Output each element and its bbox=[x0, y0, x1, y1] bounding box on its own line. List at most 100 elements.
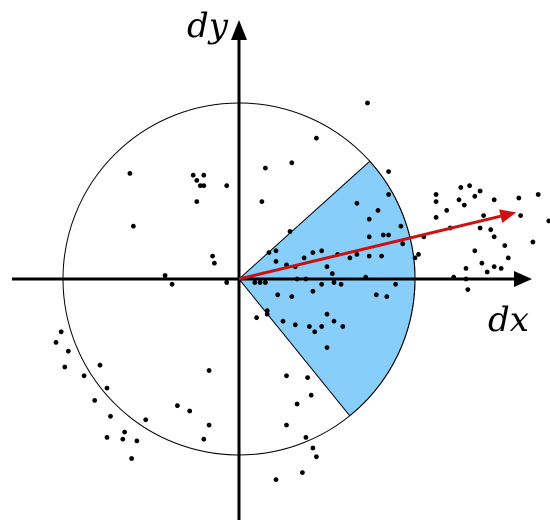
scatter-point bbox=[386, 232, 391, 238]
scatter-point bbox=[300, 470, 305, 475]
scatter-point bbox=[366, 216, 372, 222]
scatter-point bbox=[162, 273, 168, 278]
scatter-point bbox=[104, 435, 110, 440]
scatter-point bbox=[472, 248, 478, 254]
scatter-point bbox=[122, 429, 127, 435]
scatter-point bbox=[477, 188, 483, 194]
scatter-point bbox=[465, 287, 471, 292]
scatter-point bbox=[535, 192, 541, 197]
scatter-point bbox=[366, 234, 372, 240]
scatter-point bbox=[505, 255, 511, 261]
scatter-point bbox=[324, 345, 330, 350]
scatter-point bbox=[331, 280, 337, 285]
scatter-point bbox=[264, 311, 270, 317]
scatter-point bbox=[338, 281, 344, 287]
scatter-point bbox=[257, 280, 263, 285]
scatter-point bbox=[120, 436, 126, 442]
x-axis-label: dx bbox=[488, 300, 529, 340]
scatter-point bbox=[516, 195, 522, 201]
scatter-point bbox=[169, 281, 175, 287]
scatter-point bbox=[143, 417, 149, 423]
scatter-point bbox=[264, 308, 270, 314]
scatter-point bbox=[65, 348, 71, 354]
scatter-point bbox=[472, 193, 478, 199]
scatter-point bbox=[477, 225, 483, 231]
scatter-point bbox=[308, 392, 314, 398]
scatter-point bbox=[502, 243, 508, 249]
scatter-point bbox=[373, 292, 379, 298]
scatter-point bbox=[212, 260, 217, 266]
scatter-point bbox=[275, 292, 281, 298]
scatter-point bbox=[175, 403, 180, 409]
scatter-point bbox=[467, 183, 472, 189]
scatter-point bbox=[481, 213, 486, 219]
scatter-point bbox=[354, 200, 360, 206]
direction-vector-arrowhead bbox=[499, 209, 517, 223]
scatter-point bbox=[92, 398, 98, 403]
scatter-point bbox=[131, 223, 136, 229]
x-axis-arrowhead bbox=[514, 271, 532, 287]
scatter-point bbox=[461, 202, 467, 208]
scatter-point bbox=[206, 422, 212, 428]
scatter-point bbox=[127, 171, 133, 176]
scatter-point bbox=[108, 413, 113, 419]
scatter-point bbox=[491, 234, 497, 240]
scatter-point bbox=[386, 192, 391, 197]
scatter-point bbox=[58, 329, 64, 335]
y-axis-label: dy bbox=[187, 6, 229, 46]
direction-vector bbox=[238, 214, 502, 281]
scatter-points bbox=[53, 100, 550, 482]
scatter-point bbox=[319, 248, 325, 254]
scatter-point bbox=[324, 311, 330, 317]
scatter-point bbox=[289, 294, 295, 299]
scatter-point bbox=[412, 255, 418, 261]
scatter-point bbox=[380, 232, 386, 238]
scatter-point bbox=[224, 280, 230, 285]
scatter-point bbox=[252, 280, 258, 285]
scatter-point bbox=[433, 215, 439, 220]
scatter-point bbox=[463, 266, 469, 271]
scatter-point bbox=[273, 477, 279, 482]
scatter-point bbox=[294, 401, 300, 407]
scatter-point bbox=[324, 264, 330, 270]
scatter-point bbox=[194, 178, 200, 183]
scatter-point bbox=[314, 135, 319, 141]
scatter-point bbox=[273, 259, 279, 264]
scatter-point bbox=[129, 456, 135, 461]
scatter-point bbox=[201, 172, 207, 178]
scatter-point bbox=[259, 199, 265, 205]
scatter-point bbox=[104, 385, 110, 391]
scatter-point bbox=[266, 250, 272, 256]
scatter-point bbox=[375, 208, 381, 213]
scatter-point bbox=[307, 324, 312, 329]
scatter-point bbox=[386, 169, 391, 175]
scatter-point bbox=[310, 288, 316, 294]
scatter-point bbox=[224, 183, 230, 189]
scatter-point bbox=[201, 436, 207, 442]
scatter-point bbox=[319, 324, 325, 329]
scatter-point bbox=[366, 253, 372, 259]
scatter-point bbox=[190, 172, 196, 178]
scatter-point bbox=[292, 322, 298, 328]
scatter-point bbox=[263, 165, 268, 171]
scatter-point bbox=[379, 253, 384, 259]
scatter-point bbox=[62, 364, 68, 370]
scatter-point bbox=[329, 271, 335, 277]
scatter-point bbox=[254, 315, 259, 321]
scatter-point bbox=[400, 241, 406, 247]
scatter-point bbox=[347, 255, 353, 261]
scatter-point bbox=[301, 255, 307, 261]
scatter-point bbox=[393, 281, 398, 287]
scatter-point bbox=[284, 422, 289, 428]
scatter-point bbox=[319, 281, 325, 287]
scatter-point bbox=[479, 260, 485, 266]
y-axis-arrowhead bbox=[231, 20, 247, 40]
scatter-point bbox=[303, 435, 309, 440]
scatter-point bbox=[134, 438, 140, 444]
scatter-point bbox=[197, 183, 203, 189]
scatter-point bbox=[53, 340, 59, 345]
scatter-point bbox=[491, 264, 497, 270]
scatter-point bbox=[289, 160, 295, 166]
scatter-point bbox=[491, 197, 497, 203]
